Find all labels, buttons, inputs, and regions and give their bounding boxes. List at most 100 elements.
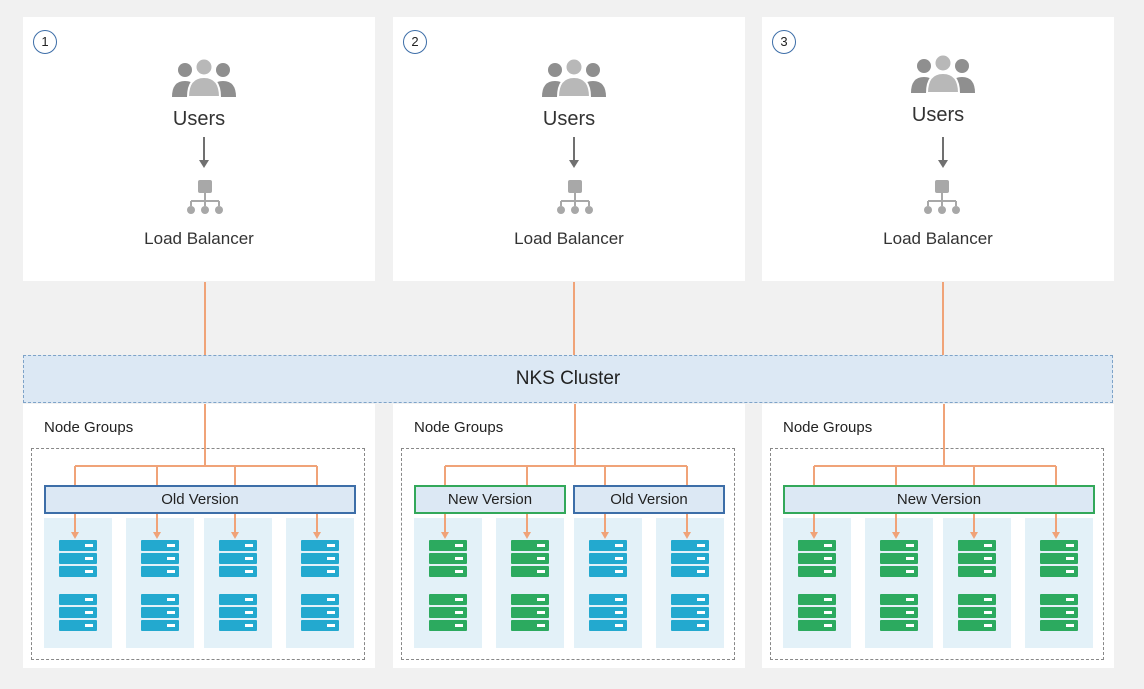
server-unit [301, 566, 339, 577]
server-unit [59, 540, 97, 551]
server-unit [589, 607, 627, 618]
server-unit [219, 594, 257, 605]
server-unit [511, 594, 549, 605]
server-unit [429, 566, 467, 577]
server-led [1066, 624, 1074, 627]
server-unit [958, 594, 996, 605]
server-led [167, 611, 175, 614]
node-column-1 [783, 518, 851, 648]
nks-cluster-bar: NKS Cluster [23, 355, 1113, 403]
server-led [615, 570, 623, 573]
version-bar-old: Old Version [44, 485, 356, 514]
server-unit [1040, 566, 1078, 577]
server-unit [511, 566, 549, 577]
server-unit [880, 540, 918, 551]
step-number: 2 [403, 30, 427, 54]
server-stack-icon [219, 540, 257, 631]
server-unit [429, 607, 467, 618]
server-unit [589, 620, 627, 631]
load-balancer-label: Load Balancer [883, 229, 993, 248]
server-led [906, 611, 914, 614]
node-column-2 [865, 518, 933, 648]
server-unit [1040, 540, 1078, 551]
server-led [615, 544, 623, 547]
server-led [615, 598, 623, 601]
server-unit [589, 553, 627, 564]
node-column-1 [414, 518, 482, 648]
server-led [906, 598, 914, 601]
server-unit [1040, 594, 1078, 605]
server-led [327, 557, 335, 560]
step-number: 3 [772, 30, 796, 54]
server-unit [301, 540, 339, 551]
lb-to-cluster-line-1 [204, 282, 206, 355]
server-unit [219, 607, 257, 618]
node-groups-label: Node Groups [44, 419, 134, 436]
server-led [824, 598, 832, 601]
server-led [245, 598, 253, 601]
server-unit [958, 566, 996, 577]
server-led [906, 570, 914, 573]
node-groups-label: Node Groups [414, 419, 504, 436]
server-led [455, 570, 463, 573]
server-unit [671, 540, 709, 551]
server-led [85, 570, 93, 573]
server-unit [59, 620, 97, 631]
server-unit [671, 620, 709, 631]
server-led [537, 624, 545, 627]
server-led [824, 544, 832, 547]
server-led [167, 557, 175, 560]
server-led [984, 544, 992, 547]
load-balancer-label: Load Balancer [514, 229, 624, 248]
node-arrow-head [970, 532, 978, 539]
server-unit [958, 540, 996, 551]
server-unit [798, 553, 836, 564]
server-unit [798, 620, 836, 631]
server-led [984, 624, 992, 627]
server-unit [301, 553, 339, 564]
server-unit [1040, 553, 1078, 564]
users-group-icon [542, 59, 606, 97]
server-led [615, 611, 623, 614]
server-unit [589, 540, 627, 551]
server-led [455, 544, 463, 547]
server-unit [671, 566, 709, 577]
server-unit [511, 620, 549, 631]
server-unit [301, 620, 339, 631]
server-unit [429, 553, 467, 564]
node-column-3 [574, 518, 642, 648]
server-unit [880, 553, 918, 564]
server-led [245, 544, 253, 547]
users-label: Users [911, 104, 965, 126]
server-unit [671, 553, 709, 564]
server-led [697, 611, 705, 614]
node-arrow-head [523, 532, 531, 539]
server-stack-icon [141, 540, 179, 631]
server-led [85, 624, 93, 627]
users-label: Users [542, 108, 596, 130]
server-unit [589, 594, 627, 605]
server-stack-icon [511, 540, 549, 631]
server-stack-icon [798, 540, 836, 631]
cluster-title: NKS Cluster [515, 368, 621, 389]
server-led [984, 598, 992, 601]
server-led [245, 557, 253, 560]
lb-to-cluster-line-3 [942, 282, 944, 355]
server-led [167, 624, 175, 627]
server-led [1066, 544, 1074, 547]
server-unit [59, 607, 97, 618]
server-led [537, 598, 545, 601]
down-arrow-icon [569, 137, 579, 168]
node-column-3 [204, 518, 272, 648]
server-unit [589, 566, 627, 577]
step-number: 1 [33, 30, 57, 54]
server-stack-icon [958, 540, 996, 631]
node-column-4 [656, 518, 724, 648]
server-unit [798, 594, 836, 605]
server-led [327, 624, 335, 627]
phase-panel-1: 1 Users Load Balancer [23, 17, 375, 281]
server-led [697, 598, 705, 601]
server-unit [141, 594, 179, 605]
server-led [455, 557, 463, 560]
version-bar-old: Old Version [573, 485, 725, 514]
